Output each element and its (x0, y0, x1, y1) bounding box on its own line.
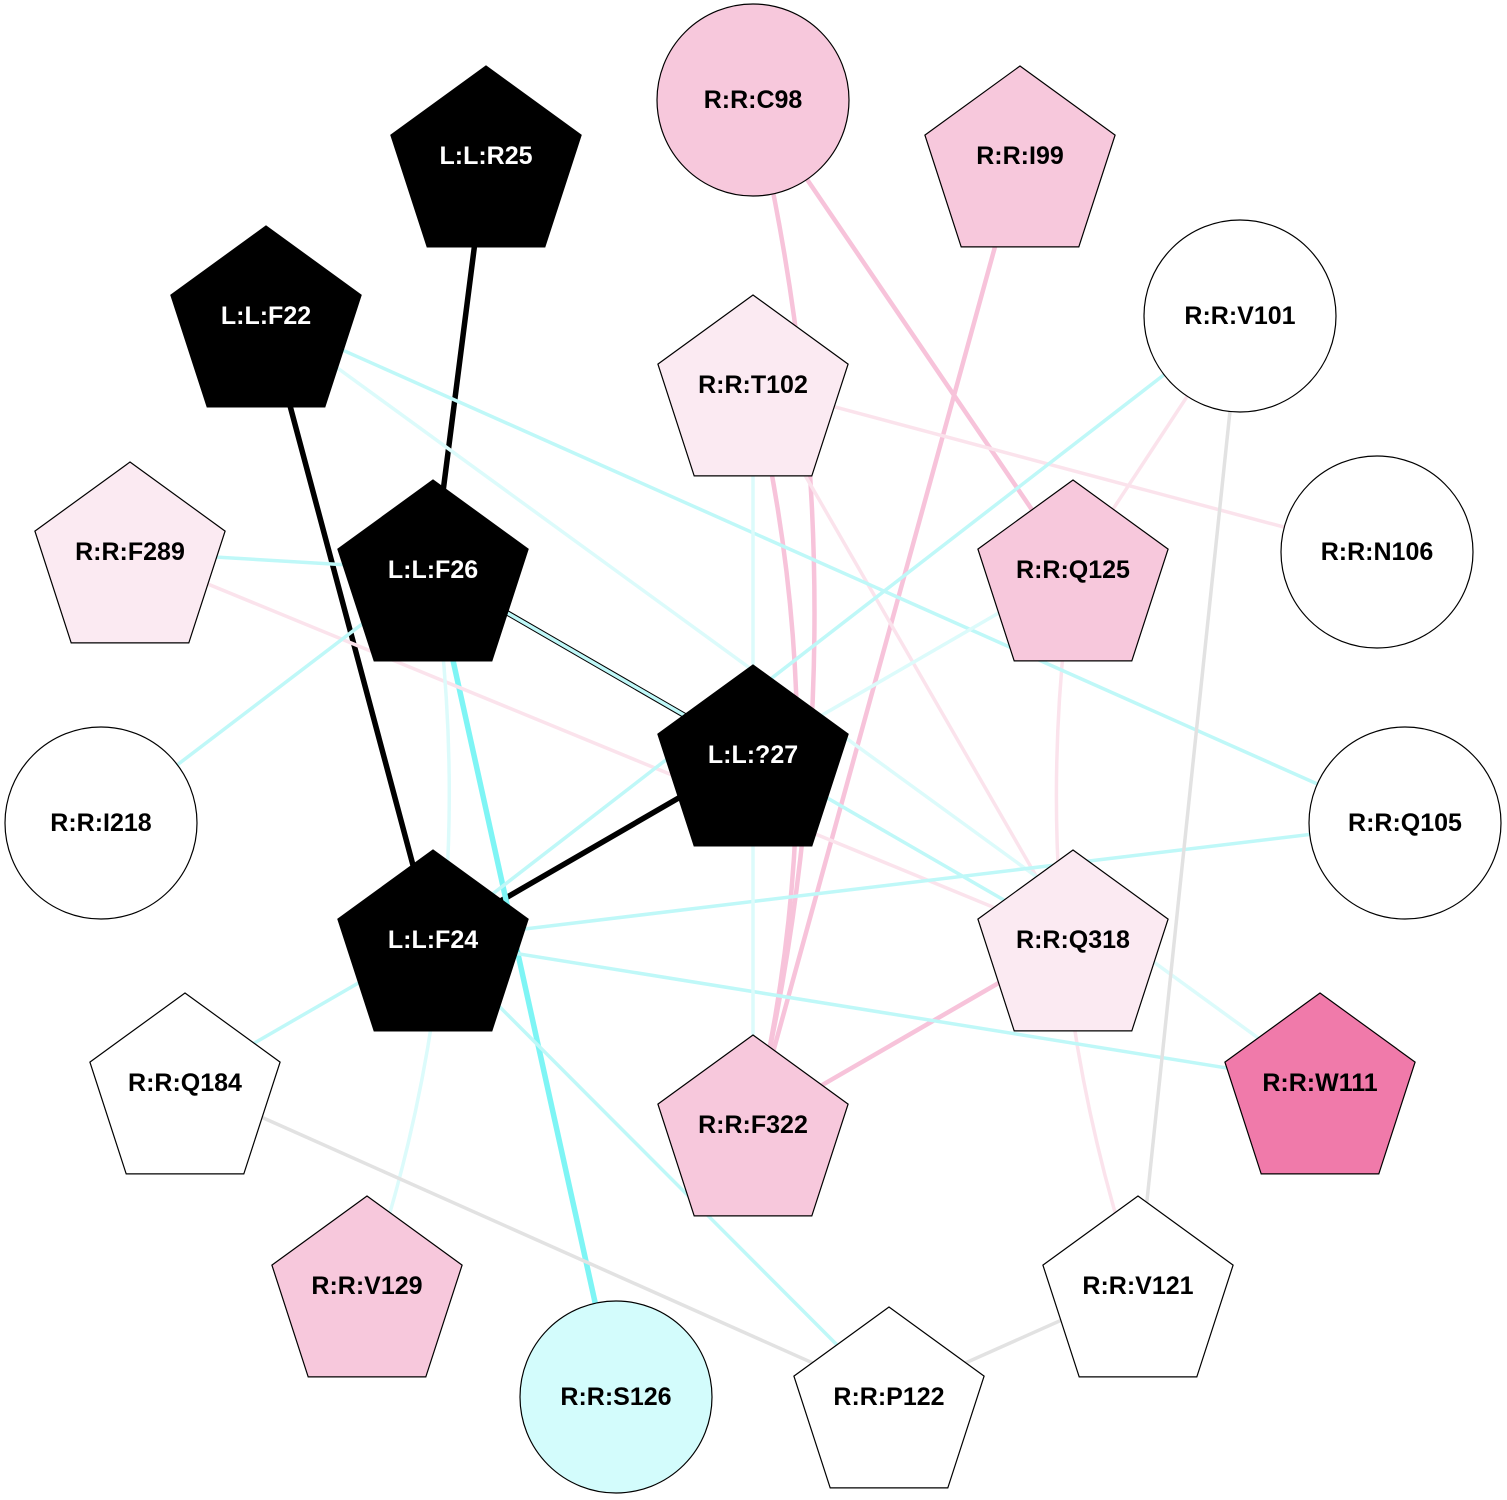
node-p122[interactable]: R:R:P122 (793, 1306, 985, 1489)
node-label-f24: L:L:F24 (388, 926, 478, 954)
node-shape-f22 (170, 225, 362, 408)
node-shape-v101 (1143, 219, 1337, 413)
node-label-f289: R:R:F289 (75, 538, 185, 566)
node-shape-q318 (977, 849, 1169, 1032)
node-label-q184: R:R:Q184 (128, 1069, 242, 1097)
node-label-n106: R:R:N106 (1321, 538, 1434, 566)
node-q318[interactable]: R:R:Q318 (977, 849, 1169, 1032)
node-label-q318: R:R:Q318 (1016, 926, 1130, 954)
node-shape-p122 (793, 1306, 985, 1489)
node-shape-i99 (924, 65, 1116, 248)
node-r25[interactable]: L:L:R25 (390, 65, 582, 248)
node-shape-c98 (656, 3, 850, 197)
nodes-layer: R:R:C98R:R:I99L:L:R25L:L:F22R:R:T102R:R:… (4, 3, 1502, 1494)
node-label-v129: R:R:V129 (311, 1272, 422, 1300)
node-label-s126: R:R:S126 (560, 1383, 671, 1411)
node-l27[interactable]: L:L:?27 (657, 664, 849, 847)
edge-i99-f322 (750, 153, 1023, 1128)
node-t102[interactable]: R:R:T102 (657, 294, 849, 477)
node-label-i218: R:R:I218 (50, 809, 152, 837)
node-shape-f24 (337, 849, 529, 1032)
node-v121[interactable]: R:R:V121 (1042, 1195, 1234, 1378)
node-s126[interactable]: R:R:S126 (519, 1300, 713, 1494)
edge-f24-p122 (431, 938, 891, 1399)
node-shape-f322 (657, 1034, 849, 1217)
edge-f24-q105 (431, 821, 1407, 942)
edge-v101-v121 (1136, 314, 1242, 1288)
node-v129[interactable]: R:R:V129 (271, 1195, 463, 1378)
node-q105[interactable]: R:R:Q105 (1308, 726, 1502, 920)
node-shape-f26 (337, 479, 529, 662)
node-label-q105: R:R:Q105 (1348, 809, 1462, 837)
node-q125[interactable]: R:R:Q125 (977, 479, 1169, 662)
node-label-l27: L:L:?27 (708, 741, 798, 769)
node-n106[interactable]: R:R:N106 (1280, 455, 1474, 649)
node-shape-s126 (519, 1300, 713, 1494)
node-label-f22: L:L:F22 (221, 302, 311, 330)
node-shape-v129 (271, 1195, 463, 1378)
edge-f289-q318 (128, 550, 1075, 942)
edge-q184-p122 (183, 1081, 891, 1399)
node-f289[interactable]: R:R:F289 (34, 461, 226, 644)
node-label-p122: R:R:P122 (833, 1383, 944, 1411)
edge-f22-f24 (263, 313, 436, 943)
node-f22[interactable]: L:L:F22 (170, 225, 362, 408)
node-q184[interactable]: R:R:Q184 (89, 992, 281, 1175)
node-label-v101: R:R:V101 (1184, 302, 1295, 330)
node-label-c98: R:R:C98 (704, 86, 803, 114)
node-shape-q105 (1308, 726, 1502, 920)
node-v101[interactable]: R:R:V101 (1143, 219, 1337, 413)
node-label-t102: R:R:T102 (698, 371, 808, 399)
node-f26[interactable]: L:L:F26 (337, 479, 529, 662)
edge-f22-q105 (264, 314, 1407, 825)
node-shape-r25 (390, 65, 582, 248)
edge-t102-n106 (751, 383, 1379, 554)
node-shape-l27 (657, 664, 849, 847)
node-c98[interactable]: R:R:C98 (656, 3, 850, 197)
node-label-v121: R:R:V121 (1082, 1272, 1193, 1300)
node-i99[interactable]: R:R:I99 (924, 65, 1116, 248)
node-shape-i218 (4, 726, 198, 920)
node-f24[interactable]: L:L:F24 (337, 849, 529, 1032)
node-label-f26: L:L:F26 (388, 556, 478, 584)
node-f322[interactable]: R:R:F322 (657, 1034, 849, 1217)
node-label-q125: R:R:Q125 (1016, 556, 1130, 584)
edge-v101-f24 (431, 314, 1242, 942)
node-label-w111: R:R:W111 (1262, 1069, 1377, 1097)
node-label-r25: L:L:R25 (439, 142, 532, 170)
edge-f24-w111 (431, 938, 1322, 1085)
node-label-i99: R:R:I99 (976, 142, 1064, 170)
node-shape-w111 (1224, 992, 1416, 1175)
node-shape-n106 (1280, 455, 1474, 649)
node-i218[interactable]: R:R:I218 (4, 726, 198, 920)
node-shape-v121 (1042, 1195, 1234, 1378)
node-shape-f289 (34, 461, 226, 644)
node-shape-q125 (977, 479, 1169, 662)
node-shape-t102 (657, 294, 849, 477)
node-w111[interactable]: R:R:W111 (1224, 992, 1416, 1175)
node-shape-q184 (89, 992, 281, 1175)
edge-f26-s126 (430, 567, 619, 1400)
node-label-f322: R:R:F322 (698, 1111, 808, 1139)
